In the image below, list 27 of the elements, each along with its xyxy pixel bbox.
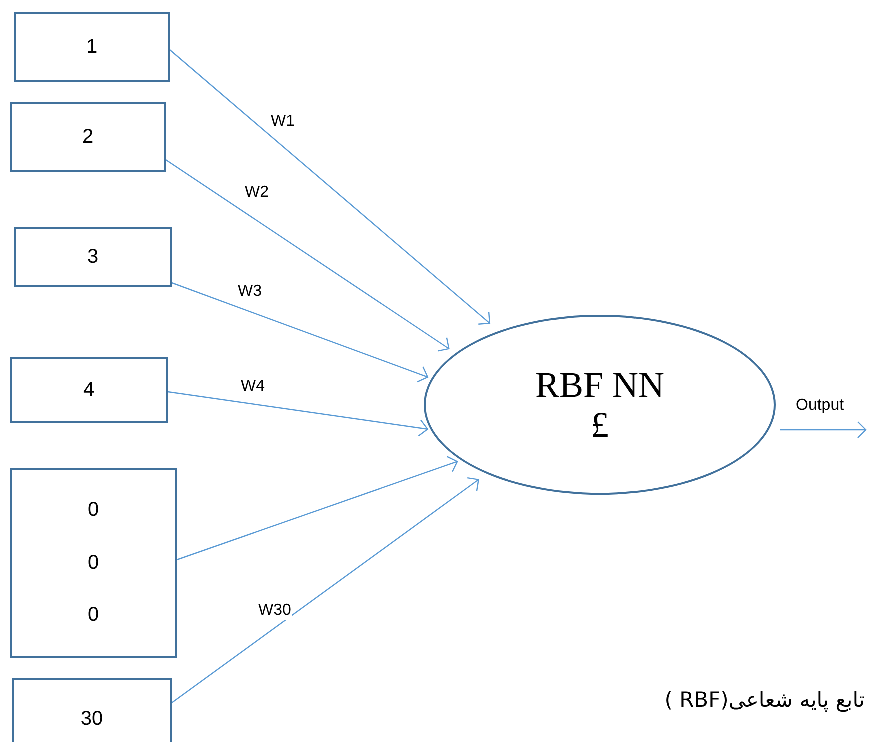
network-ellipse (424, 315, 776, 495)
arrow (166, 160, 450, 352)
input-value: 0 (88, 552, 100, 574)
network-title: RBF NN (535, 365, 665, 405)
input-box (14, 12, 170, 82)
arrow (172, 282, 429, 383)
input-value: 0 (88, 499, 100, 522)
input-value: 3 (87, 246, 99, 268)
arrow (170, 50, 491, 325)
input-box (10, 468, 177, 658)
arrow (168, 391, 428, 437)
network-title: £ (591, 405, 609, 445)
input-box (10, 357, 168, 423)
arrow (780, 421, 867, 439)
input-value: 30 (80, 708, 104, 730)
edge-label: W30 (258, 602, 292, 620)
input-value: 0 (88, 604, 100, 627)
input-box (10, 102, 166, 172)
input-value: 2 (82, 126, 94, 148)
caption-text: تابع پایه شعاعی(RBF ) (664, 688, 865, 712)
input-box (14, 227, 172, 287)
arrow (176, 456, 458, 561)
edge-label: Output (795, 397, 846, 415)
arrow (172, 477, 480, 704)
input-value: 1 (86, 36, 98, 58)
input-value: 4 (83, 378, 95, 402)
input-box (12, 678, 172, 742)
